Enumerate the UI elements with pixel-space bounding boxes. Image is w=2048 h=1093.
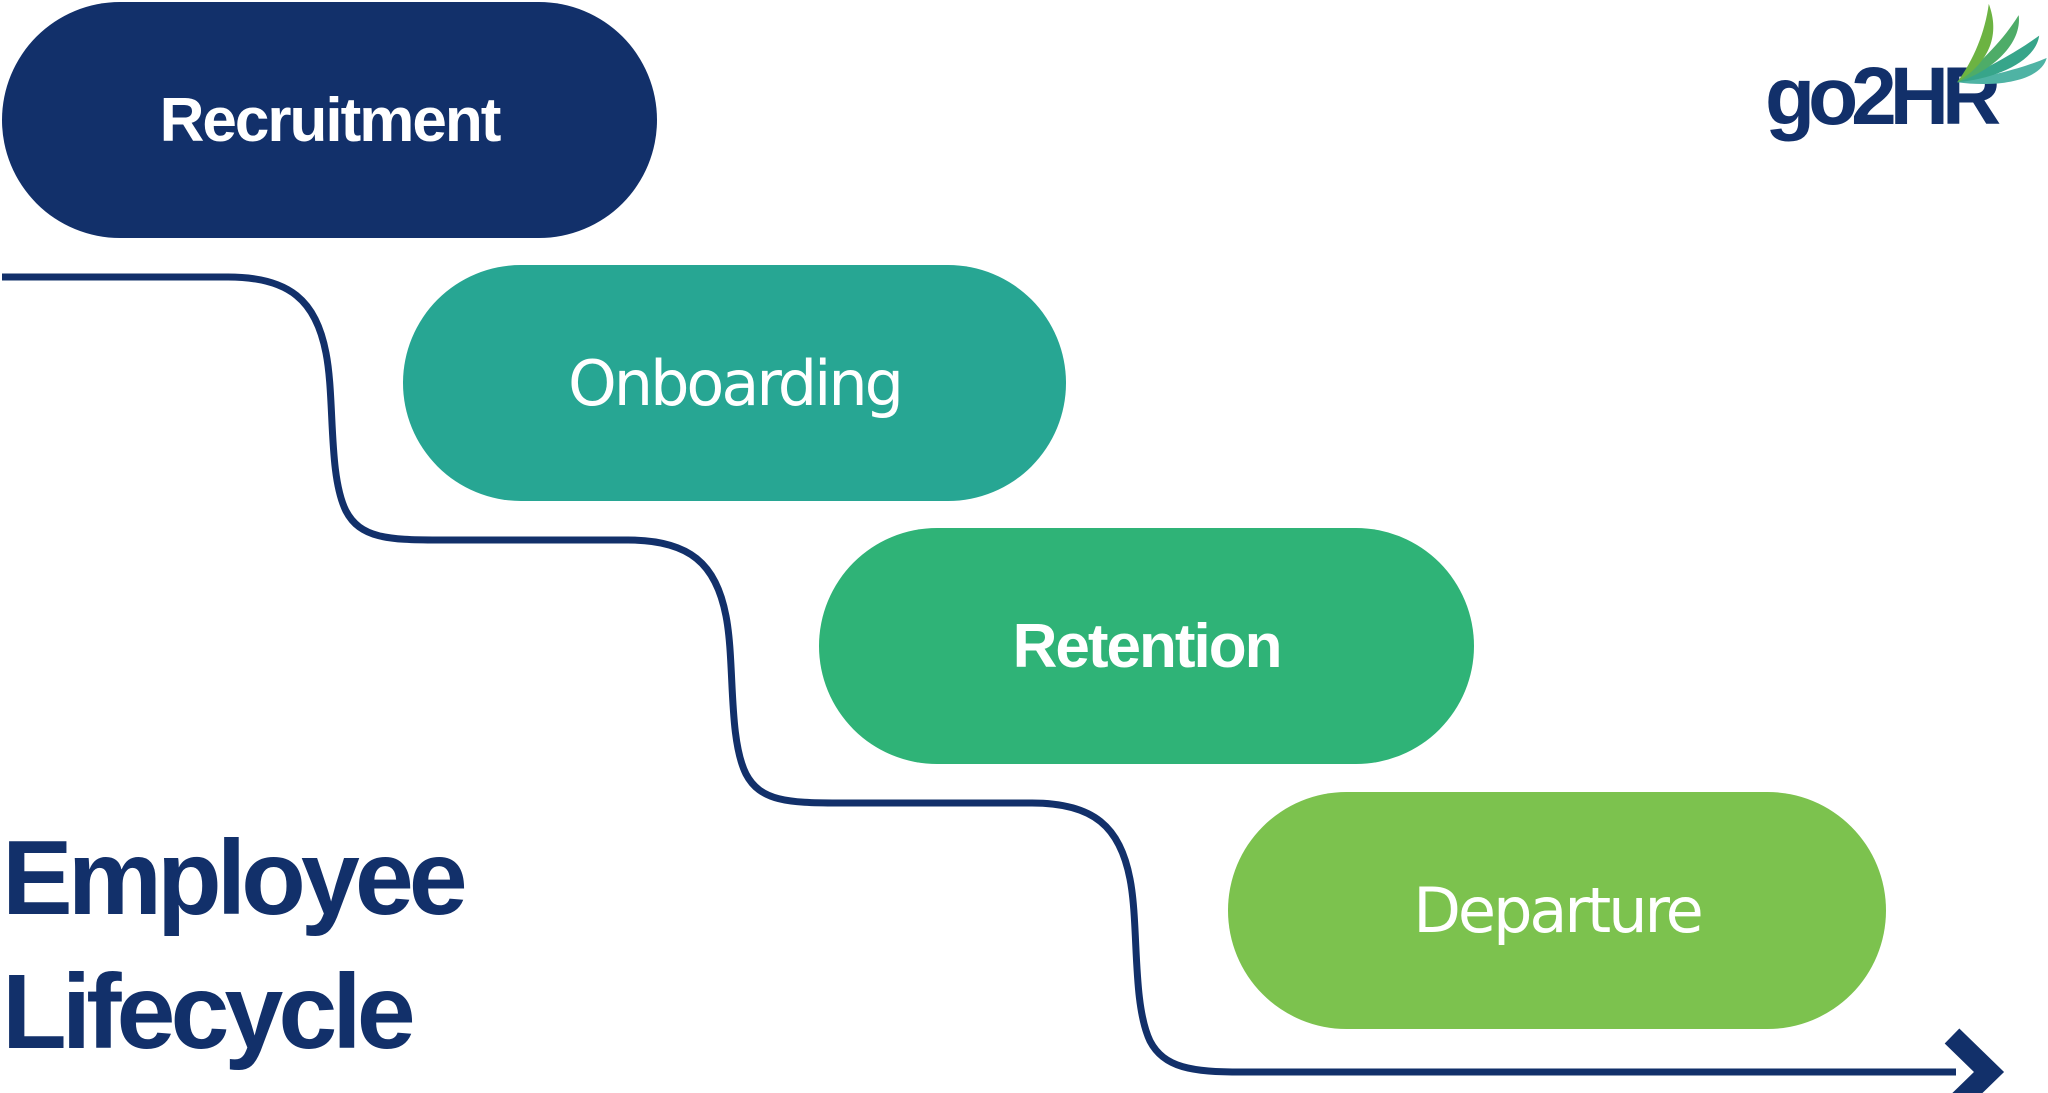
- stage-pill-departure: Departure: [1228, 792, 1886, 1029]
- leaf-blade-4: [1957, 58, 2047, 85]
- stage-label-onboarding: Onboarding: [567, 346, 904, 420]
- leaf-blade-2: [1957, 15, 2019, 83]
- title-line-1: Employee: [2, 819, 468, 937]
- arrowhead-icon: [1944, 1028, 2005, 1093]
- stage-label-retention: Retention: [1012, 611, 1283, 681]
- stage-pill-onboarding: Onboarding: [403, 265, 1066, 501]
- go2hr-logo: go2HR: [1765, 0, 2048, 155]
- title-line-2: Lifecycle: [2, 953, 416, 1071]
- stage-label-recruitment: Recruitment: [159, 85, 502, 155]
- leaf-blade-3: [1957, 35, 2040, 83]
- logo-leaf-icon: [1957, 3, 2047, 85]
- flow-path: [2, 273, 1956, 1076]
- stage-label-departure: Departure: [1413, 874, 1704, 947]
- stage-pill-retention: Retention: [819, 528, 1474, 764]
- logo-text: go2HR: [1765, 51, 2001, 142]
- leaf-blade-1: [1957, 3, 1994, 83]
- stage-pill-recruitment: Recruitment: [2, 2, 657, 238]
- page-title: Employee Lifecycle: [2, 811, 468, 1079]
